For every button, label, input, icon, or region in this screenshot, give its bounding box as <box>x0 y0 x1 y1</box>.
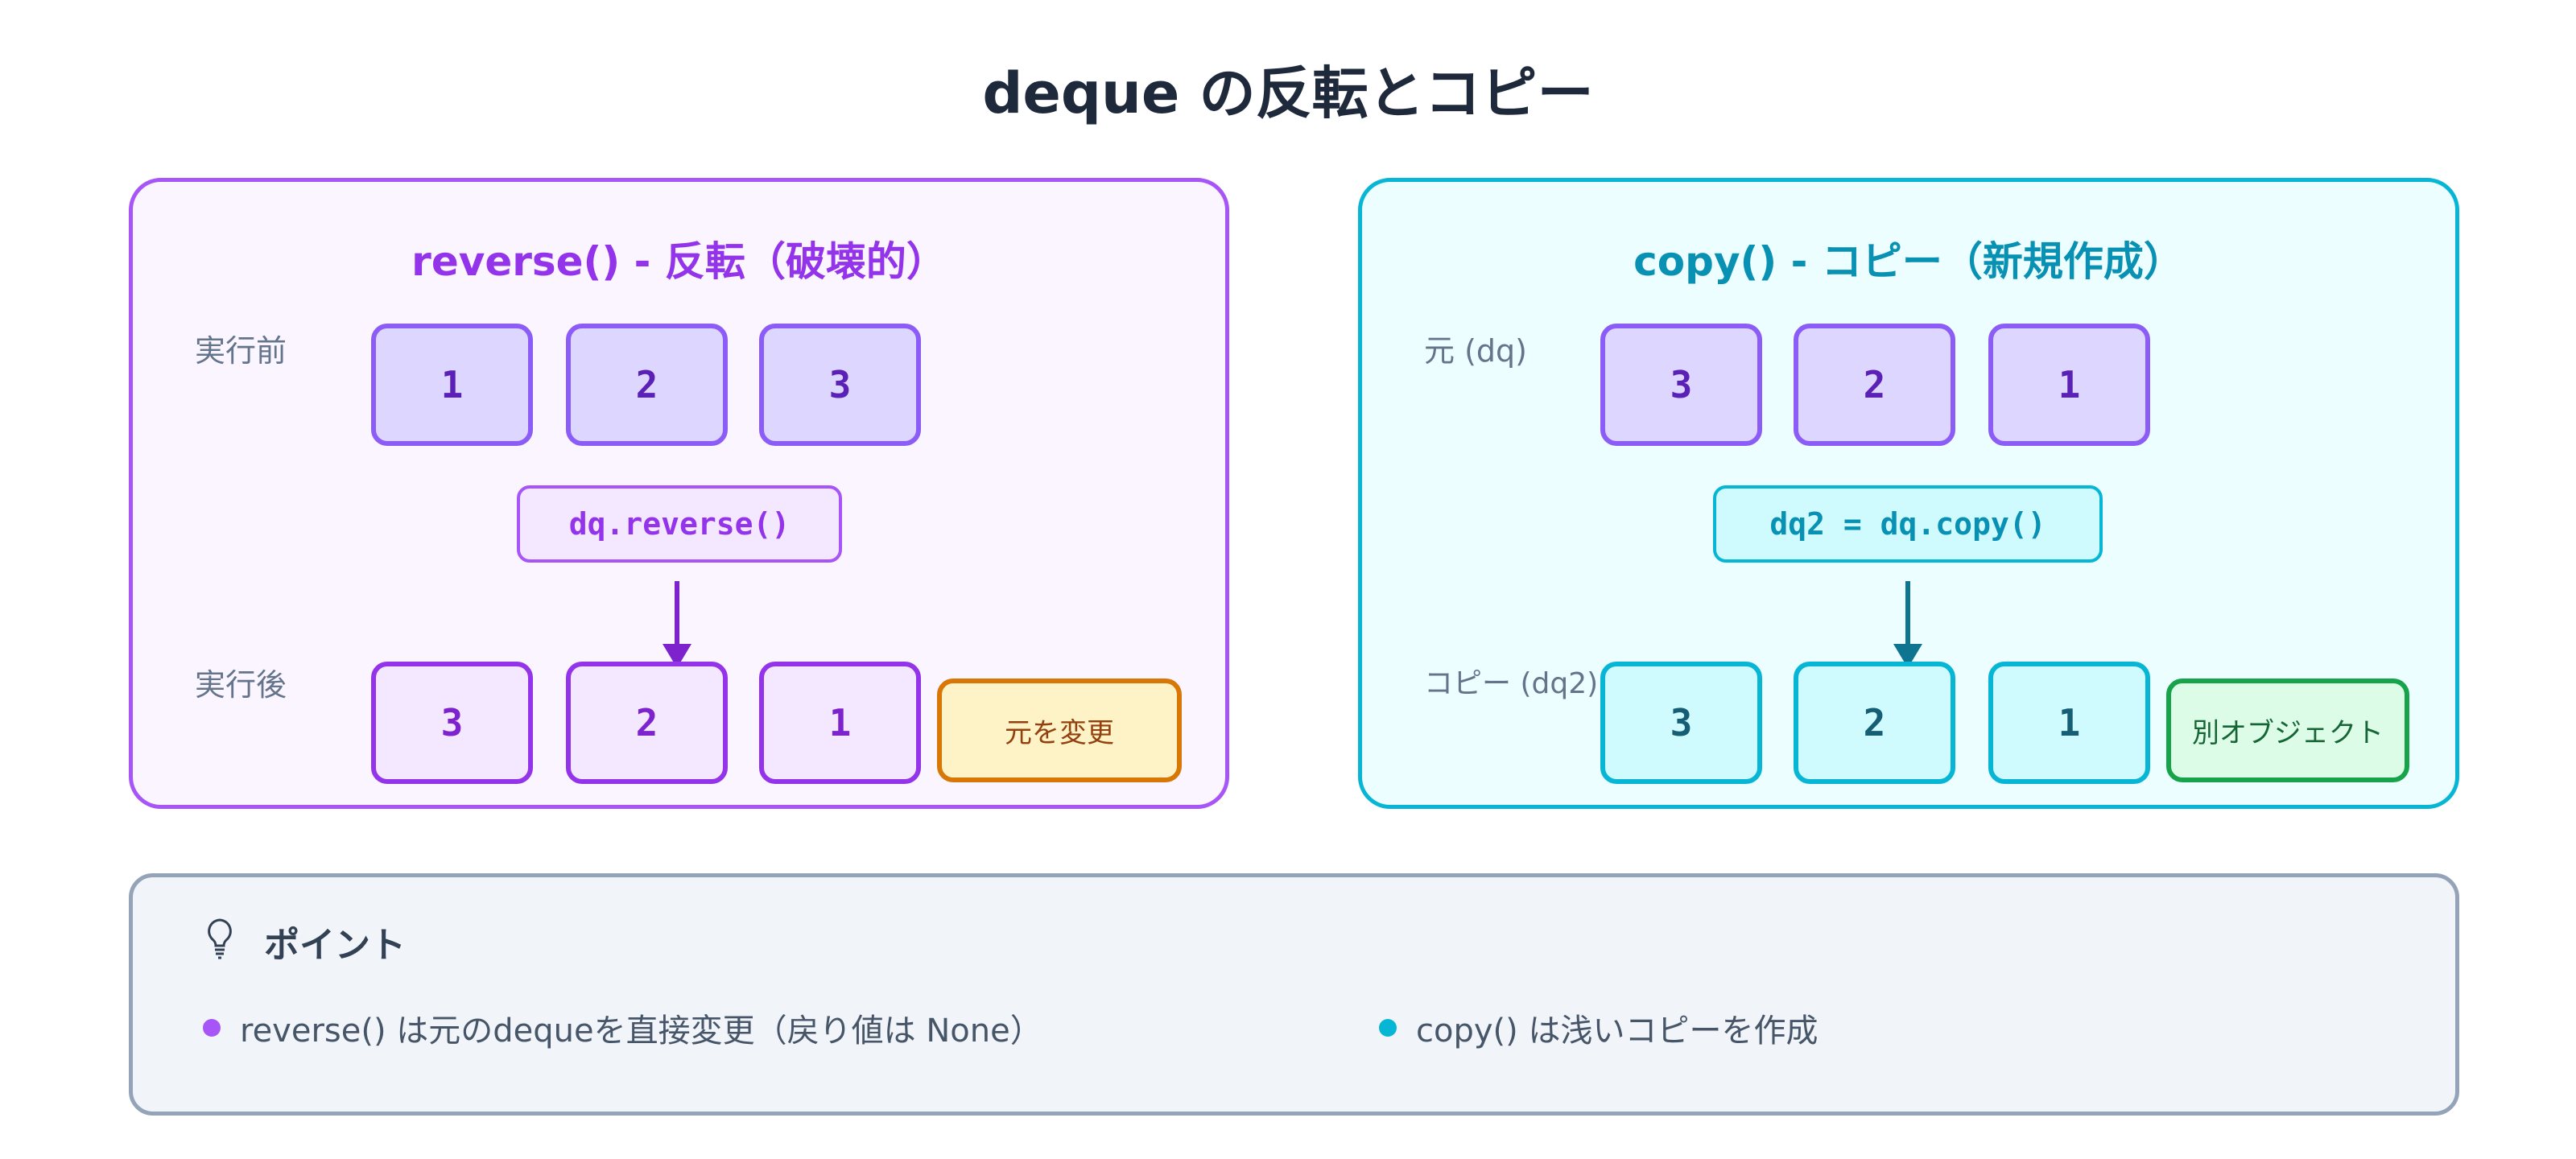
deque-cell: 1 <box>1988 324 2150 446</box>
after-label: 実行後 <box>195 667 287 703</box>
deque-cell: 2 <box>566 662 728 784</box>
deque-cell: 1 <box>1988 662 2150 784</box>
deque-cell: 1 <box>759 662 921 784</box>
point-text: reverse() は元のdequeを直接変更（戻り値は None） <box>240 1013 1042 1050</box>
copy-label: コピー (dq2) <box>1424 667 1599 700</box>
deque-cell: 2 <box>1794 662 1955 784</box>
deque-cell: 3 <box>371 662 533 784</box>
point-item: copy() は浅いコピーを作成 <box>1379 1004 1818 1051</box>
page-title: deque の反転とコピー <box>982 60 1594 126</box>
mutates-original-note: 元を変更 <box>937 678 1182 782</box>
copy-code: dq2 = dq.copy() <box>1713 485 2103 563</box>
bullet-dot <box>203 1019 221 1037</box>
separate-object-note: 別オブジェクト <box>2166 678 2409 782</box>
deque-cell: 2 <box>566 324 728 446</box>
arrow-down-icon <box>663 581 691 668</box>
before-label: 実行前 <box>195 333 287 369</box>
copy-panel-title: copy() - コピー（新規作成） <box>1633 238 2184 285</box>
deque-cell: 3 <box>1600 324 1762 446</box>
lightbulb-icon <box>208 918 232 959</box>
points-title: ポイント <box>264 925 406 966</box>
point-item: reverse() は元のdequeを直接変更（戻り値は None） <box>203 1004 1042 1051</box>
reverse-panel-title: reverse() - 反転（破壊的） <box>411 238 947 285</box>
reverse-code: dq.reverse() <box>517 485 842 563</box>
deque-cell: 3 <box>759 324 921 446</box>
original-label: 元 (dq) <box>1424 333 1527 369</box>
bullet-dot <box>1379 1019 1397 1037</box>
arrow-down-icon <box>1893 581 1922 668</box>
point-text: copy() は浅いコピーを作成 <box>1416 1013 1818 1050</box>
deque-cell: 1 <box>371 324 533 446</box>
deque-cell: 3 <box>1600 662 1762 784</box>
deque-cell: 2 <box>1794 324 1955 446</box>
points-panel <box>129 873 2459 1116</box>
